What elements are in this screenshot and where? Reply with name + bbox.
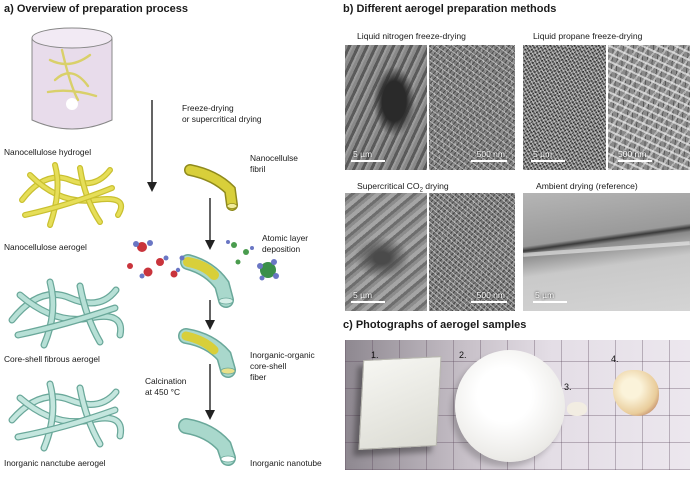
scale-label: 500 nm [476,149,505,159]
sample-photograph: 1. 2. 3. 4. [345,340,690,470]
core-shell-fiber-icon [178,328,236,378]
label-fibril-2: fibril [250,164,266,174]
scale-label: 500 nm [618,149,647,159]
sem-image-propane-low: 5 µm [523,45,606,170]
panel-c-title: c) Photographs of aerogel samples [343,319,527,331]
sem-image-propane-high: 500 nm [608,45,690,170]
label-ald-1: Atomic layer [262,233,309,243]
panel-a-title: a) Overview of preparation process [4,3,189,15]
sem-image-ambient: 5 µm [523,193,690,311]
hydrogel-beaker-icon [31,27,113,130]
scale-label: 5 µm [535,290,555,300]
core-shell-aerogel-icon [8,278,125,349]
sample-number-4: 4. [611,354,619,364]
drying-arrow-icon [147,100,157,192]
method-title-3: Supercritical CO2 drying [357,181,449,194]
nanotube-icon [178,418,236,466]
label-fibril-1: Nanocellulse [250,153,298,163]
calcination-arrow-icon [205,364,215,420]
scale-label: 5 µm [353,149,373,159]
sem-image-ln2-low: 5 µm [345,45,427,170]
label-calc-1: Calcination [145,376,187,386]
label-drying-2: or supercritical drying [182,114,262,124]
label-fiber-2: core-shell [250,361,287,371]
sample-number-3: 3. [564,382,572,392]
label-nanotube-aerogel: Inorganic nanctube aerogel [4,458,106,468]
method-title-3-text: Supercritical CO [357,181,420,191]
nanotube-aerogel-icon [8,380,125,452]
ald-fiber-icon [180,254,234,308]
sample-2 [455,350,565,462]
sample-1 [358,356,442,450]
label-hydrogel: Nanocellulose hydrogel [4,147,92,157]
arrow-down-icon [205,198,215,250]
label-nanotube: Inorganic nanotube [250,458,322,468]
sample-4 [613,370,659,416]
sem-image-scco2-low: 5 µm [345,193,427,311]
method-title-4: Ambient drying (reference) [536,181,638,191]
scale-label: 500 nm [476,290,505,300]
label-aerogel: Nanocellulose aerogel [4,242,87,252]
method-title-2: Liquid propane freeze-drying [533,31,643,41]
scale-label: 5 µm [353,290,373,300]
label-ald-2: deposition [262,244,301,254]
label-calc-2: at 450 °C [145,387,181,397]
panel-a-illustration [8,27,279,466]
label-core-shell-aerogel: Core-shell fibrous aerogel [4,354,100,364]
sem-image-ln2-high: 500 nm [429,45,515,170]
label-fiber-3: fiber [250,372,267,382]
sample-number-2: 2. [459,350,467,360]
sem-image-scco2-high: 500 nm [429,193,515,311]
method-title-3-sub: 2 [419,187,423,194]
arrow-down-icon [205,300,215,330]
sample-number-1: 1. [371,350,379,360]
method-title-3-end: drying [422,181,449,191]
label-drying-1: Freeze-drying [182,103,234,113]
precursor-molecules-icon [127,240,279,281]
sample-3 [567,402,587,416]
scale-label: 5 µm [533,149,553,159]
panel-b-title: b) Different aerogel preparation methods [343,3,557,15]
label-fiber-1: Inorganic-organic [250,350,315,360]
cellulose-aerogel-icon [19,162,124,228]
fibril-icon [184,164,238,211]
method-title-1: Liquid nitrogen freeze-drying [357,31,466,41]
